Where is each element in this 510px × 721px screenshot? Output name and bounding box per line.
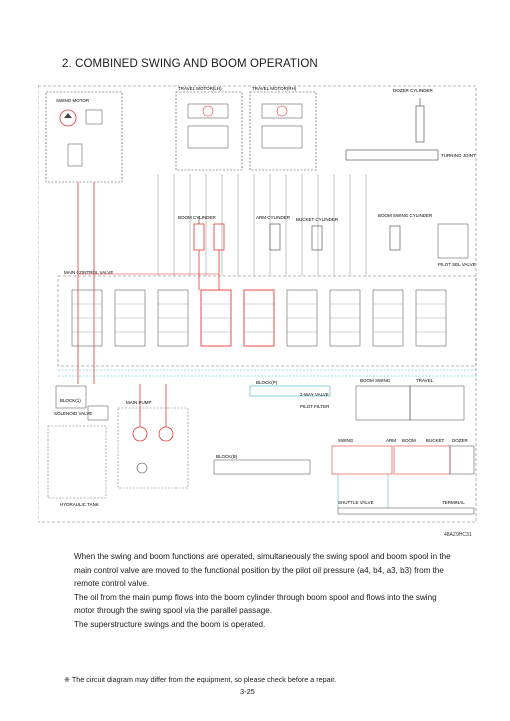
svg-text:PILOT SEL VALVE: PILOT SEL VALVE	[438, 262, 476, 267]
svg-text:BOOM SWING CYLINDER: BOOM SWING CYLINDER	[378, 213, 433, 218]
bucket-cylinder: BUCKET CYLINDER	[296, 217, 339, 251]
svg-text:MAIN PUMP: MAIN PUMP	[126, 400, 152, 405]
svg-text:TURNING JOINT: TURNING JOINT	[441, 153, 476, 158]
svg-text:ARM: ARM	[386, 438, 396, 443]
boom-swing-cylinder: BOOM SWING CYLINDER	[378, 213, 433, 251]
figure-id: 48AZ9HC31	[444, 532, 472, 538]
svg-text:BUCKET: BUCKET	[426, 438, 445, 443]
svg-text:TERMINAL: TERMINAL	[442, 500, 465, 505]
block-b: BLOCK(B)	[213, 454, 311, 475]
svg-text:BOOM CYLINDER: BOOM CYLINDER	[178, 215, 217, 220]
hydraulic-tank: HYDRAULIC TANK	[47, 425, 107, 507]
shuttle-valve: SHUTTLE VALVE	[338, 500, 374, 505]
travel-motor-lh: TRAVEL MOTOR(LH)	[175, 86, 243, 171]
svg-text:HYDRAULIC TANK: HYDRAULIC TANK	[60, 502, 99, 507]
solenoid-valve: SOLENOID VALVE	[54, 405, 109, 421]
swing-motor: SWING MOTOR	[45, 91, 123, 183]
svg-text:TRAVEL MOTOR(LH): TRAVEL MOTOR(LH)	[178, 86, 222, 91]
svg-text:DOZER CYLINDER: DOZER CYLINDER	[393, 88, 434, 93]
hydraulic-circuit-diagram: TRAVEL MOTOR(LH) TRAVEL MOTOR(RH) DOZER …	[38, 85, 477, 523]
page-title: 2. COMBINED SWING AND BOOM OPERATION	[62, 58, 318, 70]
svg-text:BLOCK(B): BLOCK(B)	[216, 454, 238, 459]
block-1: BLOCK(1)	[55, 385, 87, 409]
svg-text:SWING: SWING	[338, 438, 354, 443]
svg-text:BOOM SWING: BOOM SWING	[360, 378, 391, 383]
paragraph-2: The oil from the main pump flows into th…	[74, 592, 437, 616]
svg-text:SWING MOTOR: SWING MOTOR	[56, 98, 90, 103]
svg-text:BOOM: BOOM	[402, 438, 416, 443]
svg-text:BLOCK(1): BLOCK(1)	[60, 398, 81, 403]
rcv-travel: TRAVEL	[409, 378, 465, 421]
rcv-boom-swing: BOOM SWING	[355, 378, 411, 421]
block-p: BLOCK(P)	[249, 380, 331, 397]
arm-cylinder: ARM CYLINDER	[256, 215, 291, 251]
main-pump: MAIN PUMP	[117, 400, 189, 489]
page-number: 3-25	[240, 687, 255, 696]
svg-text:SHUTTLE VALVE: SHUTTLE VALVE	[338, 500, 374, 505]
dozer-cylinder: DOZER CYLINDER	[393, 88, 434, 143]
svg-text:ARM CYLINDER: ARM CYLINDER	[256, 215, 291, 220]
body-text: When the swing and boom functions are op…	[74, 550, 454, 632]
service-lines	[58, 174, 476, 508]
svg-text:SOLENOID VALVE: SOLENOID VALVE	[54, 411, 92, 416]
pilot-sel-valve: PILOT SEL VALVE	[437, 223, 476, 267]
svg-text:BLOCK(P): BLOCK(P)	[256, 380, 278, 385]
svg-text:TRAVEL MOTOR(RH): TRAVEL MOTOR(RH)	[252, 86, 297, 91]
note: ※ The circuit diagram may differ from th…	[64, 675, 337, 684]
svg-text:BUCKET CYLINDER: BUCKET CYLINDER	[296, 217, 339, 222]
terminal: TERMINAL	[337, 500, 475, 515]
paragraph-1: When the swing and boom functions are op…	[74, 552, 451, 589]
svg-text:TRAVEL: TRAVEL	[416, 378, 434, 383]
turning-joint: TURNING JOINT	[345, 149, 476, 161]
svg-text:2-WAY VALVE: 2-WAY VALVE	[300, 392, 329, 397]
main-control-valve: MAIN CONTROL VALVE	[57, 270, 477, 367]
paragraph-3: The superstructure swings and the boom i…	[74, 619, 266, 629]
svg-text:DOZER: DOZER	[452, 438, 469, 443]
two-way-valve: 2-WAY VALVE PILOT FILTER	[300, 392, 330, 409]
svg-text:PILOT FILTER: PILOT FILTER	[300, 404, 330, 409]
rcv-row: SWING ARM BOOM BUCKET DOZER	[331, 438, 475, 475]
boom-cylinder: BOOM CYLINDER	[178, 215, 225, 251]
travel-motor-rh: TRAVEL MOTOR(RH)	[249, 86, 317, 171]
svg-text:MAIN CONTROL VALVE: MAIN CONTROL VALVE	[64, 270, 113, 275]
